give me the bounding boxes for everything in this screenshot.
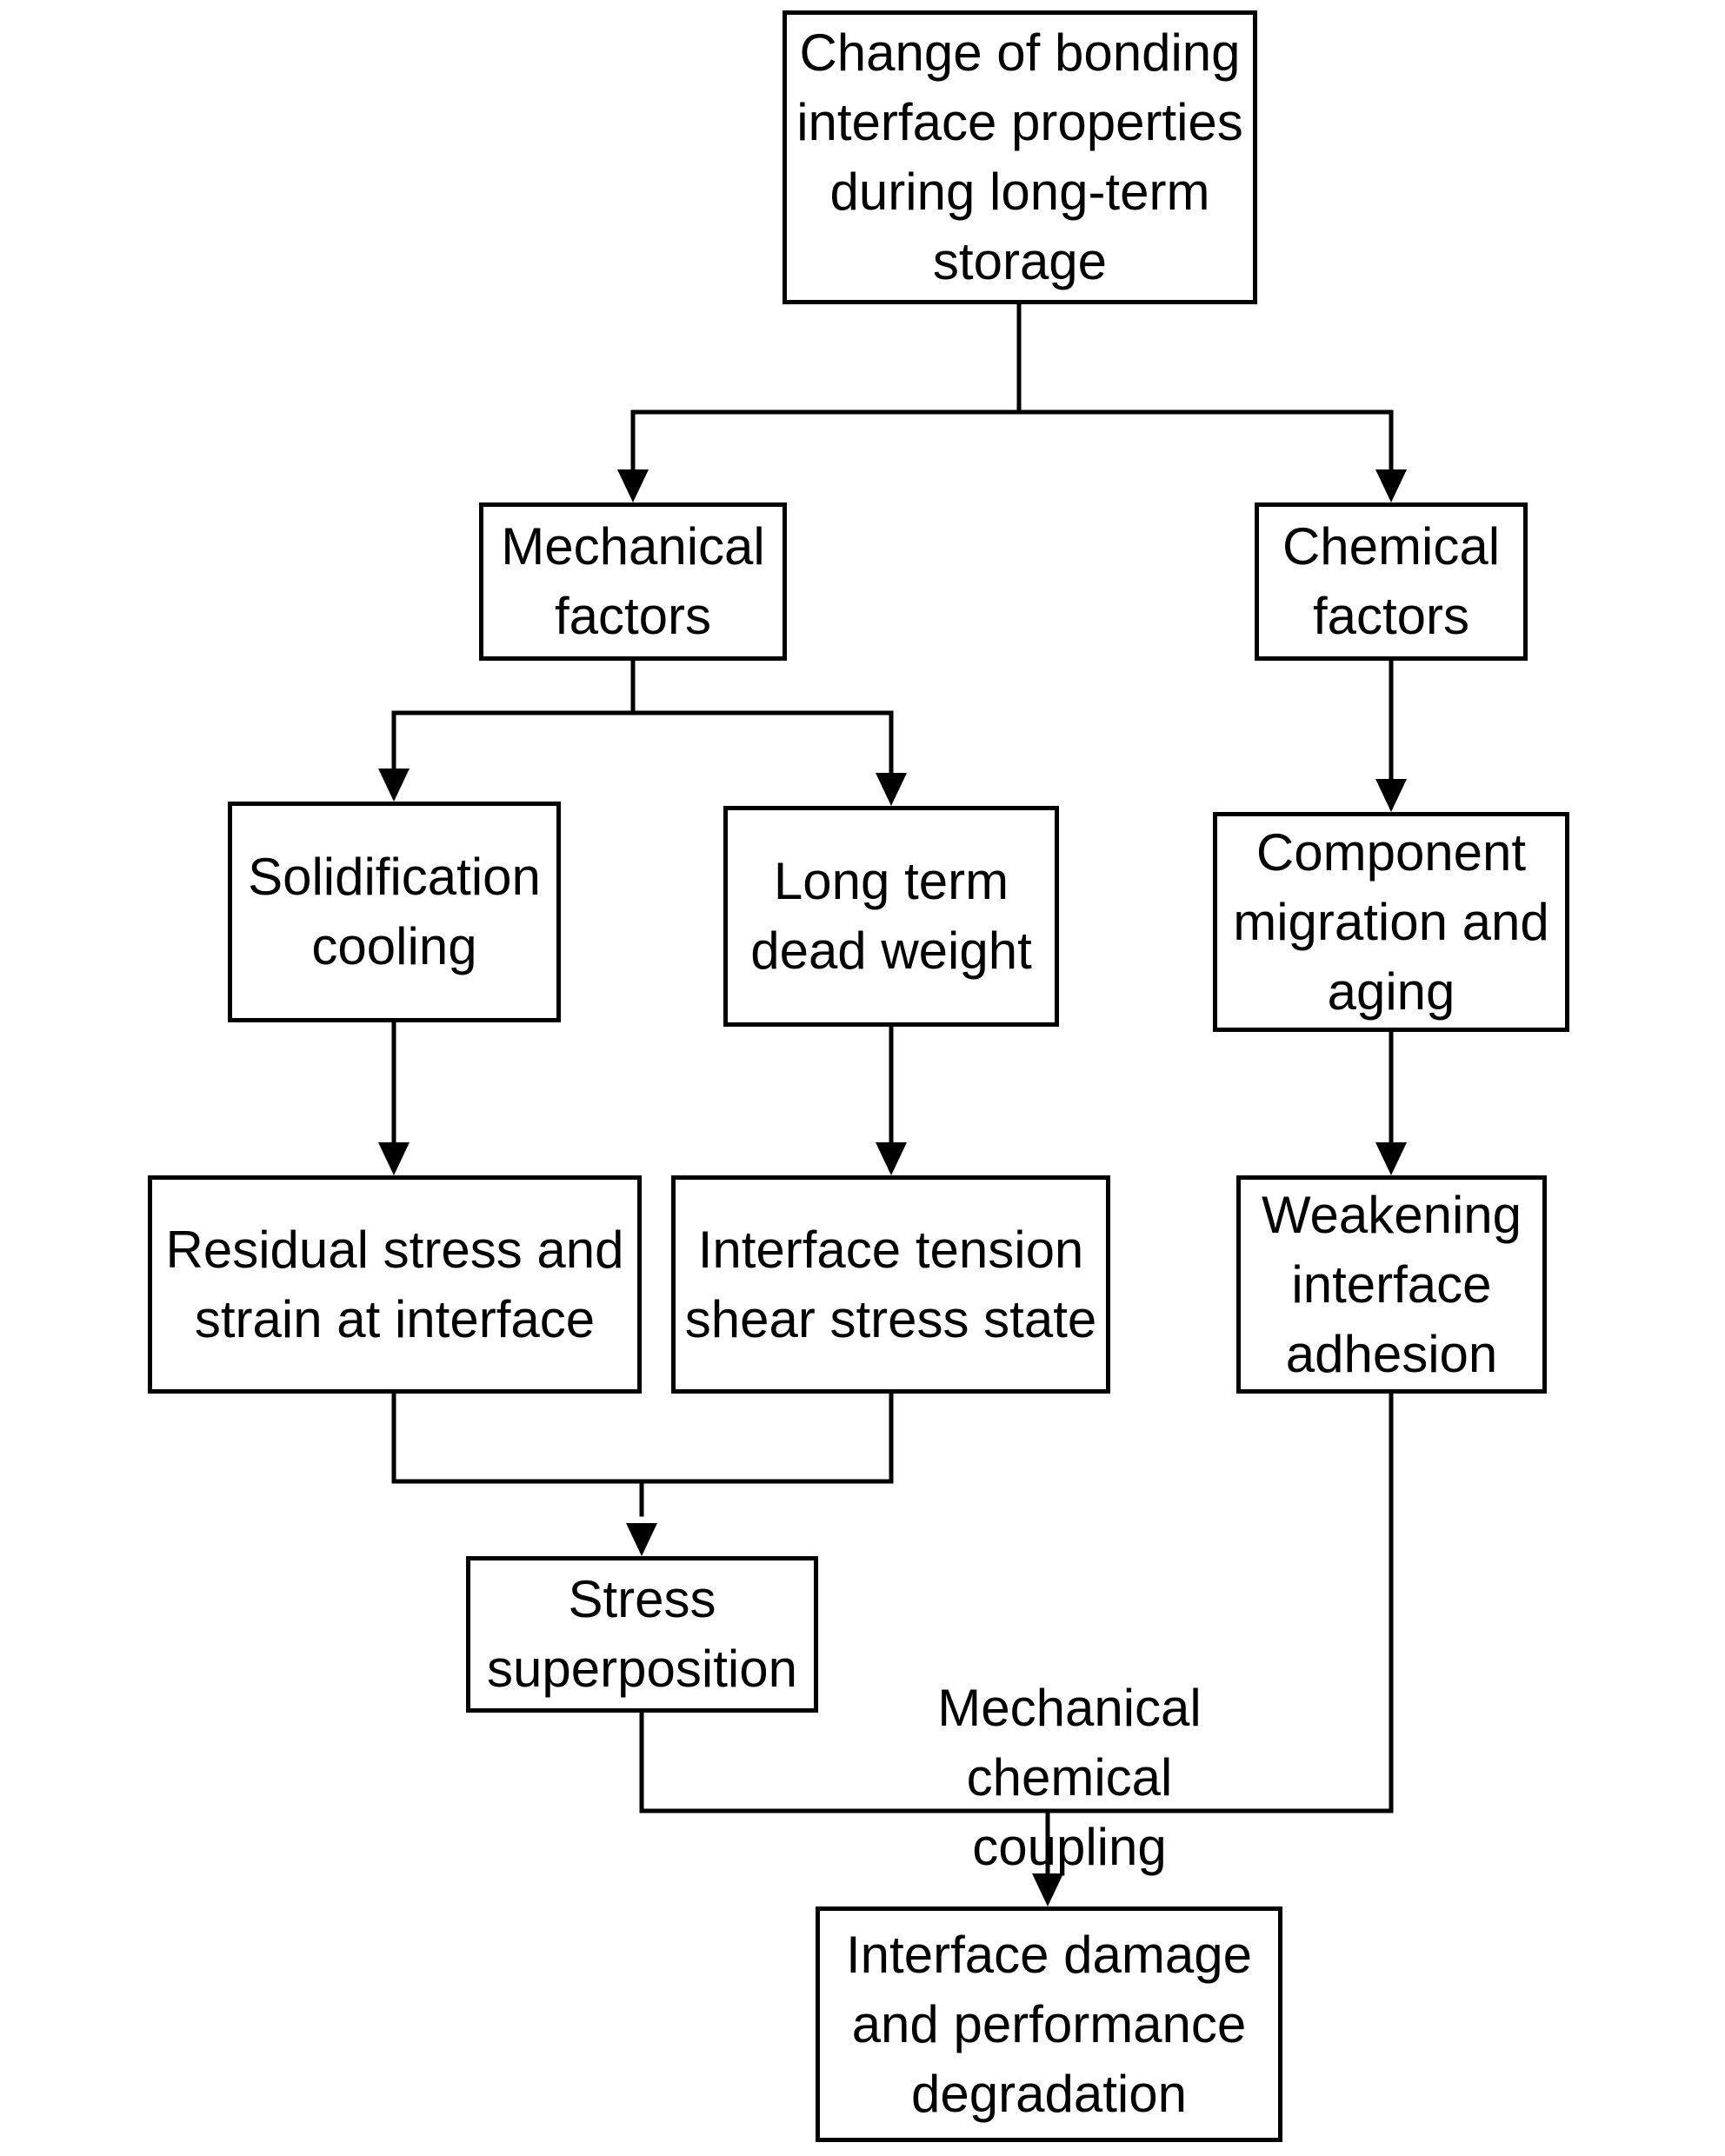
node-interface-tension-text: Interface tension shear stress state bbox=[684, 1220, 1097, 1348]
node-mechanical-factors: Mechanical factors bbox=[479, 502, 787, 661]
arrowhead-component-migration bbox=[1375, 779, 1407, 812]
node-solidification-cooling: Solidification cooling bbox=[228, 802, 561, 1022]
arrowhead-interface-tension bbox=[876, 1142, 907, 1175]
node-residual-stress-text: Residual stress and strain at interface bbox=[165, 1220, 624, 1348]
node-residual-stress: Residual stress and strain at interface bbox=[148, 1175, 642, 1394]
arrowhead-chemical bbox=[1375, 469, 1407, 502]
node-long-term-dead-weight-text: Long term dead weight bbox=[750, 852, 1032, 980]
coupling-label-text: Mechanical chemical coupling bbox=[937, 1679, 1202, 1876]
node-interface-damage: Interface damage and performance degrada… bbox=[816, 1906, 1282, 2142]
node-interface-tension: Interface tension shear stress state bbox=[671, 1175, 1110, 1394]
connector-merge-mechanical bbox=[391, 1389, 894, 1484]
arrowhead-stress-superposition bbox=[626, 1523, 657, 1556]
arrowhead-weakening bbox=[1375, 1142, 1407, 1175]
arrowhead-residual-stress bbox=[378, 1142, 410, 1175]
connector-coupling-merge bbox=[639, 1389, 1394, 1813]
node-stress-superposition: Stress superposition bbox=[466, 1556, 818, 1713]
arrowhead-dead-weight bbox=[876, 773, 907, 806]
node-mechanical-factors-text: Mechanical factors bbox=[501, 517, 765, 645]
node-root-text: Change of bonding interface properties d… bbox=[796, 23, 1243, 290]
arrowhead-mechanical bbox=[617, 469, 649, 502]
node-component-migration-text: Component migration and aging bbox=[1233, 822, 1549, 1021]
node-weakening-adhesion-text: Weakening interface adhesion bbox=[1261, 1185, 1522, 1383]
node-component-migration: Component migration and aging bbox=[1213, 812, 1569, 1032]
coupling-label: Mechanical chemical coupling bbox=[830, 1674, 1309, 1882]
node-root: Change of bonding interface properties d… bbox=[783, 10, 1257, 304]
node-stress-superposition-text: Stress superposition bbox=[487, 1570, 797, 1698]
node-interface-damage-text: Interface damage and performance degrada… bbox=[846, 1925, 1252, 2123]
node-weakening-adhesion: Weakening interface adhesion bbox=[1236, 1175, 1547, 1394]
node-long-term-dead-weight: Long term dead weight bbox=[723, 806, 1059, 1027]
node-chemical-factors-text: Chemical factors bbox=[1282, 517, 1501, 645]
arrowhead-damage bbox=[1032, 1873, 1063, 1906]
node-solidification-cooling-text: Solidification cooling bbox=[248, 848, 541, 975]
arrowhead-solidification bbox=[378, 769, 410, 802]
node-chemical-factors: Chemical factors bbox=[1255, 502, 1528, 661]
